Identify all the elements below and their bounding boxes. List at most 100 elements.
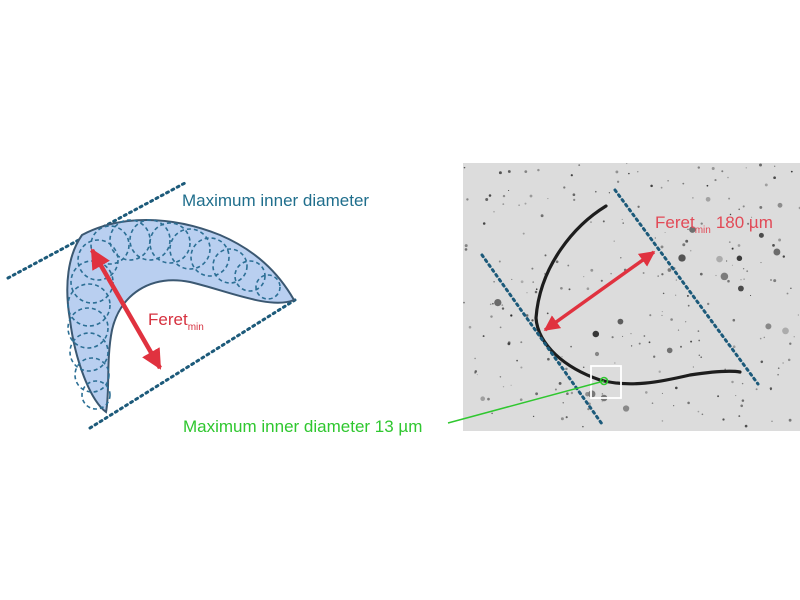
speckle xyxy=(742,268,745,270)
speckle xyxy=(720,272,729,281)
speckle xyxy=(630,332,632,335)
speckle xyxy=(602,220,605,223)
speckle xyxy=(699,272,703,276)
speckle xyxy=(487,397,490,401)
speckle xyxy=(787,358,791,362)
speckle xyxy=(687,401,690,405)
speckle xyxy=(722,418,725,421)
speckle xyxy=(508,189,510,192)
speckle xyxy=(662,292,665,295)
speckle xyxy=(686,294,689,297)
speckle xyxy=(667,180,669,182)
speckle xyxy=(583,275,585,278)
speckle xyxy=(667,268,672,272)
speckle xyxy=(566,392,569,396)
speckle xyxy=(480,396,486,402)
speckle xyxy=(700,222,703,225)
speckle xyxy=(732,318,736,322)
speckle xyxy=(585,391,590,397)
speckle xyxy=(516,359,518,362)
speckle xyxy=(765,323,772,330)
speckle xyxy=(685,239,689,243)
speckle xyxy=(628,172,630,175)
speckle xyxy=(565,367,568,371)
speckle xyxy=(657,275,659,277)
speckle xyxy=(786,292,789,295)
speckle xyxy=(601,401,603,403)
speckle xyxy=(466,198,469,201)
speckle xyxy=(674,386,678,390)
speckle xyxy=(741,382,744,385)
speckle xyxy=(610,272,612,275)
speckle xyxy=(502,386,505,388)
speckle xyxy=(525,314,529,317)
speckle xyxy=(743,278,745,280)
speckle xyxy=(532,415,535,418)
speckle xyxy=(568,288,571,291)
speckle xyxy=(590,221,592,223)
feret-min-arrow xyxy=(90,248,162,370)
speckle xyxy=(622,222,624,224)
speckle xyxy=(729,213,732,216)
speckle xyxy=(778,238,782,242)
speckle xyxy=(661,420,664,422)
speckle xyxy=(737,244,741,247)
speckle xyxy=(764,219,767,222)
speckle xyxy=(660,245,664,249)
speckle xyxy=(630,345,633,347)
speckle xyxy=(520,341,523,344)
speckle xyxy=(507,341,511,344)
speckle xyxy=(573,198,576,202)
speckle xyxy=(614,362,616,364)
speckle xyxy=(689,226,696,233)
speckle xyxy=(727,279,730,283)
speckle xyxy=(742,205,745,208)
label-photo-feret-subscript: min xyxy=(695,225,711,236)
speckle xyxy=(772,244,775,247)
speckle xyxy=(661,273,664,276)
speckle xyxy=(501,304,504,306)
label-photo-feret-value: 180 µm xyxy=(716,213,773,232)
speckle xyxy=(773,279,777,283)
speckle xyxy=(493,210,495,213)
label-photo-feret-text: Feret xyxy=(655,213,695,232)
speckle xyxy=(547,357,550,361)
speckle xyxy=(615,170,619,174)
speckle xyxy=(698,339,701,342)
speckle xyxy=(773,176,776,180)
speckle xyxy=(764,183,768,187)
speckle xyxy=(547,198,549,200)
speckle xyxy=(782,327,789,335)
speckle xyxy=(782,362,784,364)
speckle xyxy=(728,241,731,243)
speckle xyxy=(675,279,677,281)
speckle xyxy=(661,314,663,316)
speckle xyxy=(649,314,652,317)
speckle xyxy=(511,278,513,280)
speckle xyxy=(592,330,600,338)
speckle xyxy=(677,329,680,331)
speckle xyxy=(682,182,685,185)
speckle xyxy=(485,198,489,201)
speckle xyxy=(738,415,741,418)
speckle xyxy=(463,301,465,304)
micrograph-background xyxy=(463,163,800,431)
speckle xyxy=(731,264,733,266)
speckle xyxy=(716,255,723,263)
photo-feret-arrow xyxy=(543,250,656,332)
speckle xyxy=(563,186,566,189)
speckle xyxy=(600,279,603,282)
inner-diameter-marker xyxy=(599,376,609,386)
speckle xyxy=(755,388,758,391)
speckle xyxy=(561,356,563,358)
speckle xyxy=(648,341,651,344)
speckle xyxy=(682,243,686,247)
speckle xyxy=(777,367,780,370)
speckle xyxy=(714,179,717,182)
speckle xyxy=(488,194,492,197)
label-photo-feret: Feretmin 180 µm xyxy=(655,213,773,236)
label-maximum-inner-diameter: Maximum inner diameter xyxy=(182,191,369,210)
speckle xyxy=(494,298,502,307)
speckle xyxy=(654,237,656,239)
